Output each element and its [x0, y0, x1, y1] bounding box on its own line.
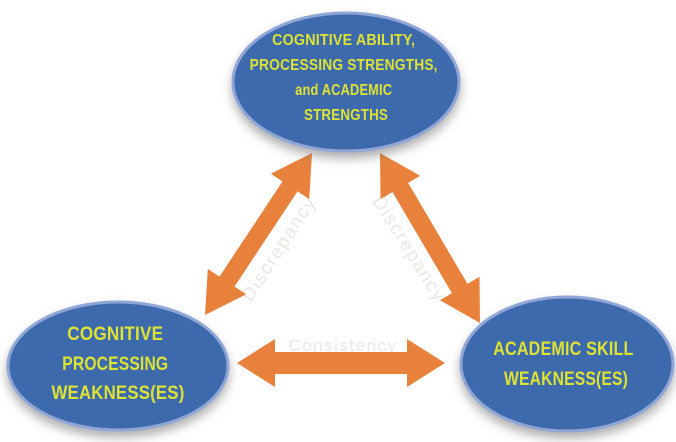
label-line: WEAKNESS(ES) [52, 383, 185, 404]
label-line: ACADEMIC SKILL [493, 339, 633, 360]
node-academic-weakness: ACADEMIC SKILL WEAKNESS(ES) [459, 295, 675, 433]
node-academic-weakness-label: ACADEMIC SKILL WEAKNESS(ES) [493, 339, 638, 390]
node-strengths-label: COGNITIVE ABILITY, PROCESSING STRENGTHS,… [250, 32, 443, 124]
node-processing-weakness-ellipse [6, 300, 230, 432]
consistency-watermark: Consistency [288, 336, 397, 355]
node-academic-weakness-ellipse [459, 295, 675, 433]
node-strengths: COGNITIVE ABILITY, PROCESSING STRENGTHS,… [231, 11, 461, 153]
node-processing-weakness: COGNITIVE PROCESSING WEAKNESS(ES) [6, 300, 230, 432]
label-line: PROCESSING [62, 354, 168, 375]
node-strengths-ellipse [231, 11, 461, 153]
label-line: COGNITIVE ABILITY, [272, 32, 415, 49]
double-arrow-weakness-to-weakness [237, 339, 445, 387]
label-line: and ACADEMIC [295, 82, 392, 99]
label-line: WEAKNESS(ES) [504, 369, 628, 390]
label-line: PROCESSING STRENGTHS, [250, 57, 438, 74]
node-processing-weakness-label: COGNITIVE PROCESSING WEAKNESS(ES) [52, 324, 185, 404]
label-line: COGNITIVE [67, 324, 163, 345]
double-arrow-strengths-to-academic-weakness [380, 153, 480, 323]
label-line: STRENGTHS [304, 107, 388, 124]
double-arrow-strengths-to-processing-weakness [205, 153, 312, 315]
